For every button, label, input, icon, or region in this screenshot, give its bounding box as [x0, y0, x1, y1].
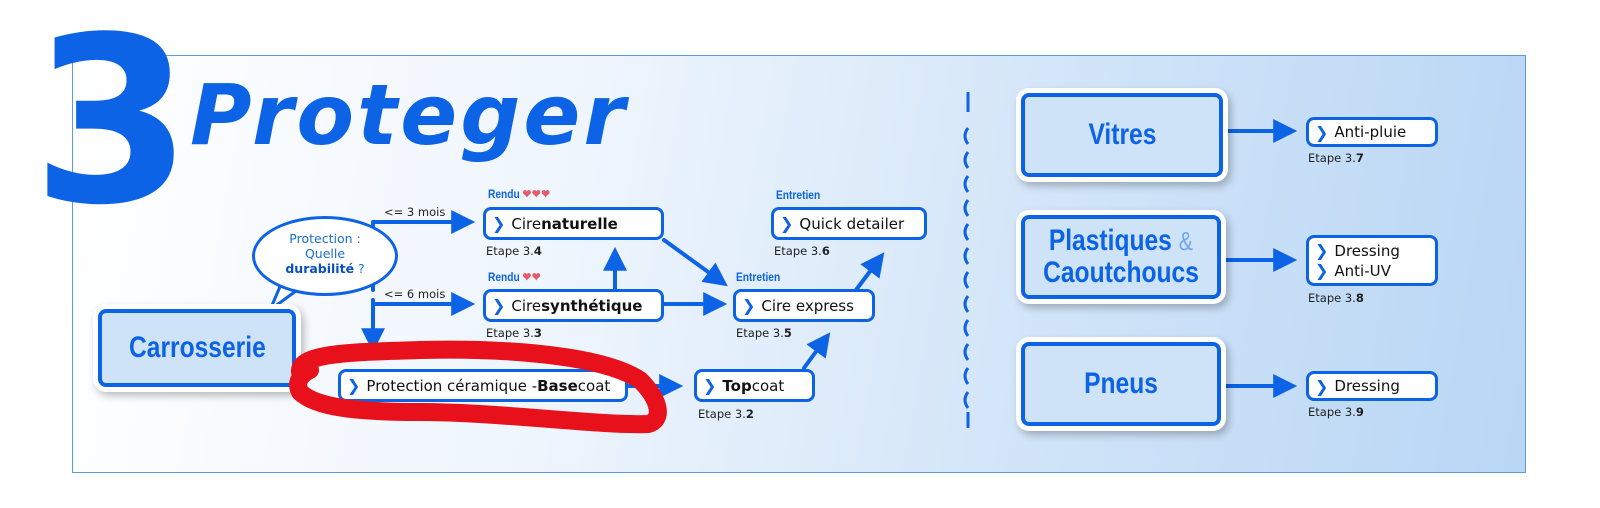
tag-rendu-synthetique: Rendu ❤❤: [488, 270, 542, 284]
branch-label-6-mois: <= 6 mois: [384, 287, 446, 301]
branch-label-more: >: [390, 345, 400, 359]
page-title: Proteger: [190, 66, 628, 164]
category-pneus[interactable]: Pneus: [1021, 342, 1221, 426]
branch-label-3-mois: <= 3 mois: [384, 205, 446, 219]
node-dressing-line1: ❯Dressing: [1315, 240, 1400, 260]
category-vitres[interactable]: Vitres: [1021, 93, 1223, 177]
node-anti-uv-line2: ❯Anti-UV: [1315, 260, 1391, 280]
tag-entretien-express: Entretien: [736, 270, 781, 284]
etape-cire-express: Etape 3.5: [736, 326, 792, 340]
arrow-naturelle-to-express: [662, 238, 728, 287]
arrow-express-to-quick: [854, 252, 885, 292]
arrow-top-to-express: [802, 332, 831, 370]
category-pneus-label: Pneus: [1084, 367, 1158, 400]
etape-cire-synthetique: Etape 3.3: [486, 326, 542, 340]
etape-dressing-plastiques: Etape 3.8: [1308, 291, 1364, 305]
chevron-right-icon: ❯: [780, 214, 794, 233]
node-cire-synthetique[interactable]: ❯ Cire synthétique: [483, 289, 664, 322]
node-anti-pluie[interactable]: ❯ Anti-pluie: [1306, 117, 1438, 147]
hearts-icon: ❤❤: [522, 270, 542, 284]
chevron-right-icon: ❯: [1315, 240, 1329, 260]
hearts-icon: ❤❤❤: [522, 187, 551, 201]
category-carrosserie[interactable]: Carrosserie: [98, 309, 296, 387]
chevron-right-icon: ❯: [492, 296, 506, 315]
chevron-right-icon: ❯: [1315, 376, 1329, 396]
tag-entretien-quick: Entretien: [776, 188, 821, 202]
category-carrosserie-label: Carrosserie: [128, 331, 266, 364]
chevron-right-icon: ❯: [1315, 260, 1329, 280]
category-plastiques-caoutchoucs[interactable]: Plastiques & Caoutchoucs: [1021, 215, 1221, 299]
step-number: 3: [32, 0, 192, 256]
bubble-line3: durabilité ?: [285, 261, 365, 276]
chevron-right-icon: ❯: [347, 376, 361, 395]
node-cire-naturelle[interactable]: ❯ Cire naturelle: [483, 207, 664, 240]
chevron-right-icon: ❯: [742, 296, 756, 315]
etape-dressing-pneus: Etape 3.9: [1308, 405, 1364, 419]
category-vitres-label: Vitres: [1088, 118, 1156, 151]
node-dressing-pneus[interactable]: ❯ Dressing: [1306, 371, 1438, 401]
node-quick-detailer[interactable]: ❯ Quick detailer: [771, 207, 927, 240]
etape-quick-detailer: Etape 3.6: [774, 244, 830, 258]
category-plastiques-line1: Plastiques &: [1048, 224, 1194, 257]
bubble-line2: Quelle: [304, 246, 346, 261]
node-base-coat[interactable]: ❯ Protection céramique - Base coat: [338, 369, 628, 402]
category-plastiques-line2: Caoutchoucs: [1043, 256, 1199, 289]
bubble-line1: Protection :: [289, 231, 361, 246]
chevron-right-icon: ❯: [703, 376, 717, 395]
section-divider: [963, 92, 970, 428]
etape-anti-pluie: Etape 3.7: [1308, 151, 1364, 165]
tag-rendu-naturelle: Rendu ❤❤❤: [488, 187, 551, 201]
node-top-coat[interactable]: ❯ Top coat: [694, 369, 815, 402]
chevron-right-icon: ❯: [1315, 122, 1329, 142]
chevron-right-icon: ❯: [492, 214, 506, 233]
etape-top-coat: Etape 3.2: [698, 407, 754, 421]
durability-bubble: Protection : Quelle durabilité ?: [252, 216, 398, 296]
node-cire-express[interactable]: ❯ Cire express: [733, 289, 875, 322]
etape-cire-naturelle: Etape 3.4: [486, 244, 542, 258]
node-dressing-anti-uv[interactable]: ❯Dressing ❯Anti-UV: [1306, 235, 1438, 286]
